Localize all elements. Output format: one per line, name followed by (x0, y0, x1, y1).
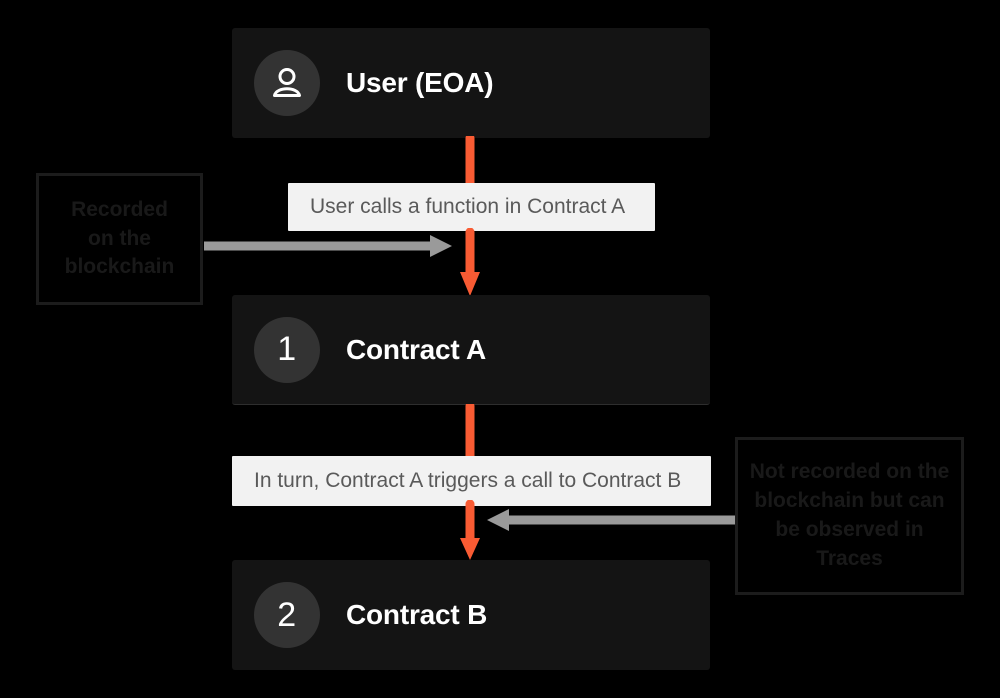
annotation-arrow-left (204, 233, 452, 259)
node-contract-b[interactable]: 2 Contract B (232, 560, 710, 670)
annotation-right-line-1: Not recorded on the (749, 460, 950, 484)
annotation-right-line-3: be observed in (775, 518, 924, 541)
caption-2-text: In turn, Contract A triggers a call to C… (254, 469, 682, 492)
caption-1-text: User calls a function in Contract A (310, 195, 626, 218)
flow-arrow-caption2-to-contract-b (459, 500, 481, 562)
node-contract-a-label: Contract A (346, 333, 487, 365)
node-contract-a-step-number: 1 (254, 316, 320, 383)
annotation-left-line-2: on the (88, 226, 151, 250)
node-user-label: User (EOA) (346, 67, 494, 98)
flow-arrow-caption1-to-contract-a (459, 228, 481, 298)
node-contract-b-step-number: 2 (254, 582, 320, 648)
annotation-right-line-4: Traces (816, 546, 883, 570)
caption-contract-a-triggers-contract-b: In turn, Contract A triggers a call to C… (232, 456, 711, 506)
user-avatar-icon (254, 50, 320, 116)
annotation-not-recorded-traces: Not recorded on the blockchain but can b… (735, 437, 964, 595)
annotation-left-line-3: blockchain (64, 255, 175, 279)
node-contract-a[interactable]: 1 Contract A (232, 295, 710, 405)
caption-user-calls-contract-a: User calls a function in Contract A (288, 183, 655, 231)
node-contract-b-label: Contract B (346, 599, 488, 630)
annotation-recorded-on-blockchain: Recorded on the blockchain (36, 173, 203, 305)
flow-arrow-user-to-caption1 (459, 136, 481, 188)
flow-arrow-contract-a-to-caption2 (459, 404, 481, 460)
node-user[interactable]: User (EOA) (232, 28, 710, 138)
annotation-arrow-right (487, 507, 735, 533)
annotation-right-line-2: blockchain but can (754, 489, 945, 513)
annotation-left-line-1: Recorded (71, 197, 168, 221)
